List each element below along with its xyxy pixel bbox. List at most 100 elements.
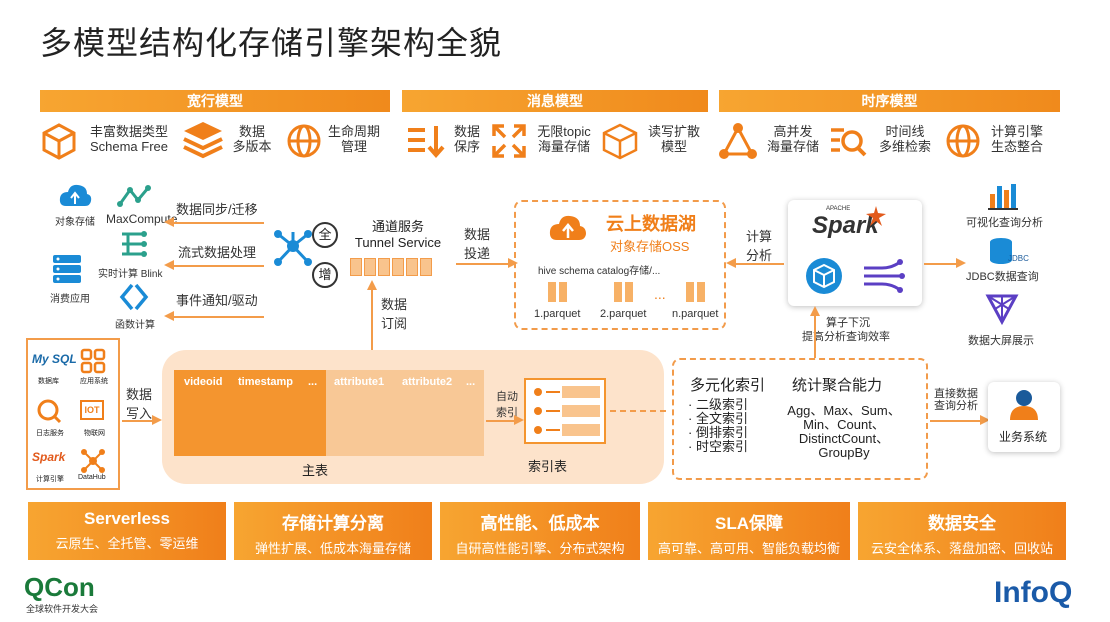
database-icon — [990, 238, 1012, 264]
parquet-2 — [614, 282, 636, 307]
cloud-upload-icon — [549, 215, 586, 240]
pushdown-label-1: 算子下沉 — [826, 317, 870, 329]
output-arrow — [924, 263, 960, 265]
engine-label: 计算引擎 — [36, 476, 64, 483]
jdbc-icon-text: JDBC — [1008, 254, 1029, 263]
index-table-label: 索引表 — [528, 459, 568, 474]
layers-icon — [183, 122, 223, 159]
search-list-icon — [831, 128, 867, 157]
data-lake-subtitle: 对象存储OSS — [610, 239, 690, 254]
stream-arrow — [172, 265, 264, 267]
business-label: 业务系统 — [999, 430, 1048, 444]
arrow-head-icon — [164, 311, 174, 321]
col-ellipsis-2: ... — [466, 376, 476, 388]
band-wide-model: 宽行模型 — [40, 90, 390, 112]
data-lake-title: 云上数据湖 — [606, 214, 696, 234]
network-triangle-icon — [719, 123, 757, 159]
direct-query-label: 直接数据查询分析 — [934, 388, 978, 412]
auto-index-arrow — [486, 420, 518, 422]
arrow-head-icon — [367, 280, 377, 290]
db-label: 数据库 — [38, 378, 59, 385]
parquet-n — [686, 282, 708, 307]
apache-label: APACHE — [826, 206, 851, 212]
full-sync-badge: 全 — [312, 222, 338, 248]
index-link — [610, 410, 666, 412]
datahub-icon — [81, 449, 105, 473]
col-timestamp: timestamp — [238, 376, 294, 388]
arrow-head-icon — [514, 415, 524, 425]
bar-chart-icon — [988, 184, 1018, 210]
data-lake-box — [514, 200, 726, 330]
log-search-icon — [37, 399, 62, 424]
incremental-sync-badge: 增 — [312, 262, 338, 288]
mysql-logo: My SQL — [32, 352, 77, 366]
band-message-model: 消息模型 — [402, 90, 708, 112]
infoq-logo: InfoQ — [994, 576, 1073, 609]
server-icon — [53, 255, 81, 283]
security-box: 数据安全云安全体系、落盘加密、回收站 — [858, 502, 1066, 560]
parquet-1 — [548, 282, 570, 307]
jdbc-label: JDBC数据查询 — [966, 271, 1039, 283]
parquet-2-label: 2.parquet — [600, 308, 647, 320]
viz-label: 可视化查询分析 — [966, 217, 1043, 229]
compute-arrow — [730, 263, 784, 265]
col-ellipsis-1: ... — [308, 376, 318, 388]
maxcompute-icon — [117, 185, 151, 207]
sync-label: 数据同步/迁移 — [176, 202, 258, 217]
user-icon — [1010, 390, 1038, 420]
spark-source-logo: Spark — [32, 450, 66, 464]
tunnel-queue — [350, 258, 434, 281]
log-label: 日志服务 — [36, 430, 64, 437]
deliver-arrow — [456, 263, 512, 265]
app-label: 应用系统 — [80, 378, 108, 385]
sync-arrow — [172, 222, 264, 224]
spark-star-icon — [866, 206, 886, 226]
page-title: 多模型结构化存储引擎架构全貌 — [40, 25, 503, 61]
col-attribute1: attribute1 — [334, 376, 385, 388]
datahub-label: DataHub — [78, 474, 106, 481]
col-videoid: videoid — [184, 376, 223, 388]
cube-icon — [42, 123, 76, 160]
deliver-label: 数据投递 — [464, 227, 491, 261]
catalog-label: hive schema catalog存储/... — [538, 266, 661, 277]
spark-logo: Spark — [812, 212, 879, 239]
globe-icon — [946, 124, 980, 158]
function-compute-icon — [119, 283, 149, 311]
index-table — [524, 378, 606, 444]
auto-index-label: 自动索引 — [496, 391, 518, 419]
index-item: · 时空索引 — [688, 439, 748, 454]
index-item: · 倒排索引 — [688, 425, 748, 440]
agg-list: Agg、Max、Sum、Min、Count、DistinctCount、Grou… — [787, 403, 901, 460]
cloud-upload-icon — [59, 184, 92, 206]
pushdown-label-2: 提高分析查询效率 — [802, 331, 890, 343]
arrow-head-icon — [508, 258, 518, 268]
stream-label: 流式数据处理 — [178, 245, 257, 260]
screen-label: 数据大屏展示 — [968, 335, 1034, 347]
index-item: · 全文索引 — [688, 411, 748, 426]
compute-cube-icon — [806, 258, 842, 294]
dashboard-triangle-icon — [985, 294, 1019, 326]
sla-box: SLA保障高可靠、高可用、智能负载均衡 — [648, 502, 850, 560]
arrow-head-icon — [980, 415, 990, 425]
main-table: videoid timestamp ... attribute1 attribu… — [174, 370, 484, 456]
performance-box: 高性能、低成本自研高性能引擎、分布式架构 — [440, 502, 640, 560]
realtime-compute-icon — [122, 231, 147, 257]
box-icon — [602, 123, 638, 160]
agg-title: 统计聚合能力 — [792, 377, 883, 394]
index-item: · 二级索引 — [688, 397, 748, 412]
index-capability-box — [672, 358, 928, 480]
index-list: · 二级索引 · 全文索引 · 倒排索引 · 时空索引 — [688, 398, 748, 454]
separation-box: 存储计算分离弹性扩展、低成本海量存储 — [234, 502, 432, 560]
compute-label: 计算分析 — [746, 229, 773, 263]
arrow-head-icon — [152, 415, 162, 425]
arrow-head-icon — [164, 217, 174, 227]
write-label: 数据写入 — [126, 387, 153, 421]
direct-query-arrow — [930, 420, 984, 422]
func-label: 函数计算 — [115, 320, 155, 331]
write-arrow — [122, 420, 156, 422]
parquet-1-label: 1.parquet — [534, 308, 581, 320]
main-table-label: 主表 — [302, 463, 329, 478]
pushdown-arrow — [814, 312, 816, 358]
